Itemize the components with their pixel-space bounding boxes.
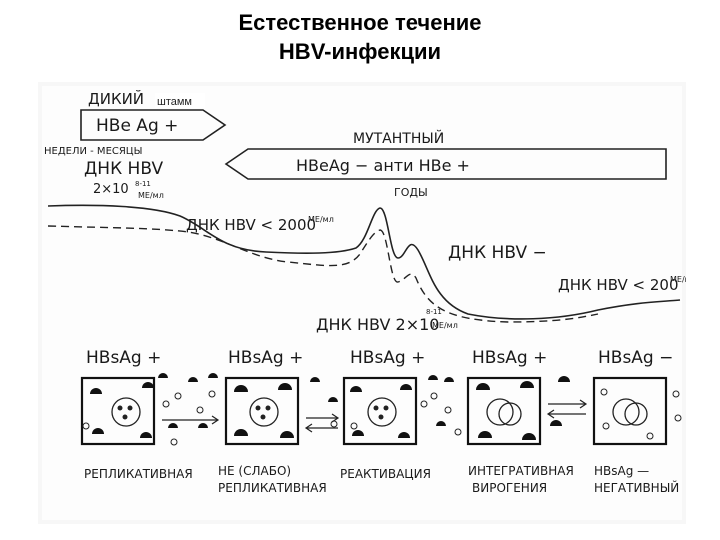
immune-cells (82, 388, 682, 446)
mutant-strain-arrow (224, 148, 667, 180)
phase-2-cell (249, 397, 279, 427)
initial-dna-value: 2×10 (93, 182, 129, 197)
years-label: ГОДЫ (394, 186, 428, 199)
dna-peak-unit: МЕ/мл (432, 321, 458, 330)
strain-label: штамм (157, 96, 192, 108)
mutant-strain-marker: HBeAg − анти HBe + (296, 156, 470, 175)
dna-peak-label: ДНК HBV 2×10 (316, 315, 439, 334)
phase-5-label-line-2: НЕГАТИВНЫЙ (594, 480, 679, 495)
slide-title: Естественное течение HBV-инфекции (0, 8, 720, 66)
phase-1-label: РЕПЛИКАТИВНАЯ (84, 467, 193, 481)
phase-2-label-line-2: РЕПЛИКАТИВНАЯ (218, 481, 327, 495)
phase-5-marker: HBsAg − (598, 348, 673, 368)
phase-4-box (466, 376, 542, 446)
phase-5-label-line-1: HBsAg — (594, 464, 649, 478)
phase-4-cell (486, 398, 522, 426)
slide-title-line-1: Естественное течение (238, 10, 482, 35)
phase-4-label-line-1: ИНТЕГРАТИВНАЯ (468, 464, 574, 478)
diagram-paper (42, 86, 682, 520)
hbv-natural-course-diagram: ДИКИЙ штамм HBe Ag + НЕДЕЛИ - МЕСЯЦЫ МУТ… (38, 82, 686, 524)
strain-label-box (155, 93, 205, 108)
dna-low-label-1: ДНК HBV < 2000 (186, 216, 316, 234)
dna-mid-label: ДНК HBV − (448, 243, 547, 263)
initial-dna-label: ДНК HBV (84, 159, 163, 179)
virion-cluster (90, 373, 570, 440)
dna-curve-solid (47, 204, 681, 320)
initial-dna-unit: МЕ/мл (138, 191, 164, 200)
mutant-strain-label: МУТАНТНЫЙ (353, 129, 444, 147)
phase-3-box (342, 376, 418, 446)
phase-1-cell (111, 397, 141, 427)
phase-3-label: РЕАКТИВАЦИЯ (340, 467, 431, 481)
phase-4-label-line-2: ВИРОГЕНИЯ (472, 481, 547, 495)
wild-strain-arrow (80, 109, 227, 141)
dna-peak-exponent: 8-11 (426, 308, 442, 316)
phase-5-box (592, 376, 668, 446)
dna-low-unit-2: МЕ/мл (670, 275, 686, 284)
phase-2-label-line-1: НЕ (СЛАБО) (218, 464, 291, 478)
phase-5-cell (612, 398, 648, 426)
phase-4-marker: HBsAg + (472, 348, 547, 368)
weeks-months-label: НЕДЕЛИ - МЕСЯЦЫ (44, 146, 142, 157)
phase-3-marker: HBsAg + (350, 348, 425, 368)
transition-arrows (162, 399, 588, 433)
slide-title-line-2: HBV-инфекции (278, 39, 442, 64)
phase-1-marker: HBsAg + (86, 348, 161, 368)
dna-low-unit-1: МЕ/мл (308, 215, 334, 224)
phase-3-cell (367, 397, 397, 427)
dna-low-label-2: ДНК HBV < 200 (558, 276, 679, 294)
initial-dna-exponent: 8-11 (135, 180, 151, 188)
wild-strain-label: ДИКИЙ (88, 89, 144, 108)
phase-2-marker: HBsAg + (228, 348, 303, 368)
wild-strain-marker: HBe Ag + (96, 116, 178, 136)
phase-1-box (80, 376, 156, 446)
phase-2-box (224, 376, 300, 446)
dna-curve-dashed (47, 225, 599, 323)
